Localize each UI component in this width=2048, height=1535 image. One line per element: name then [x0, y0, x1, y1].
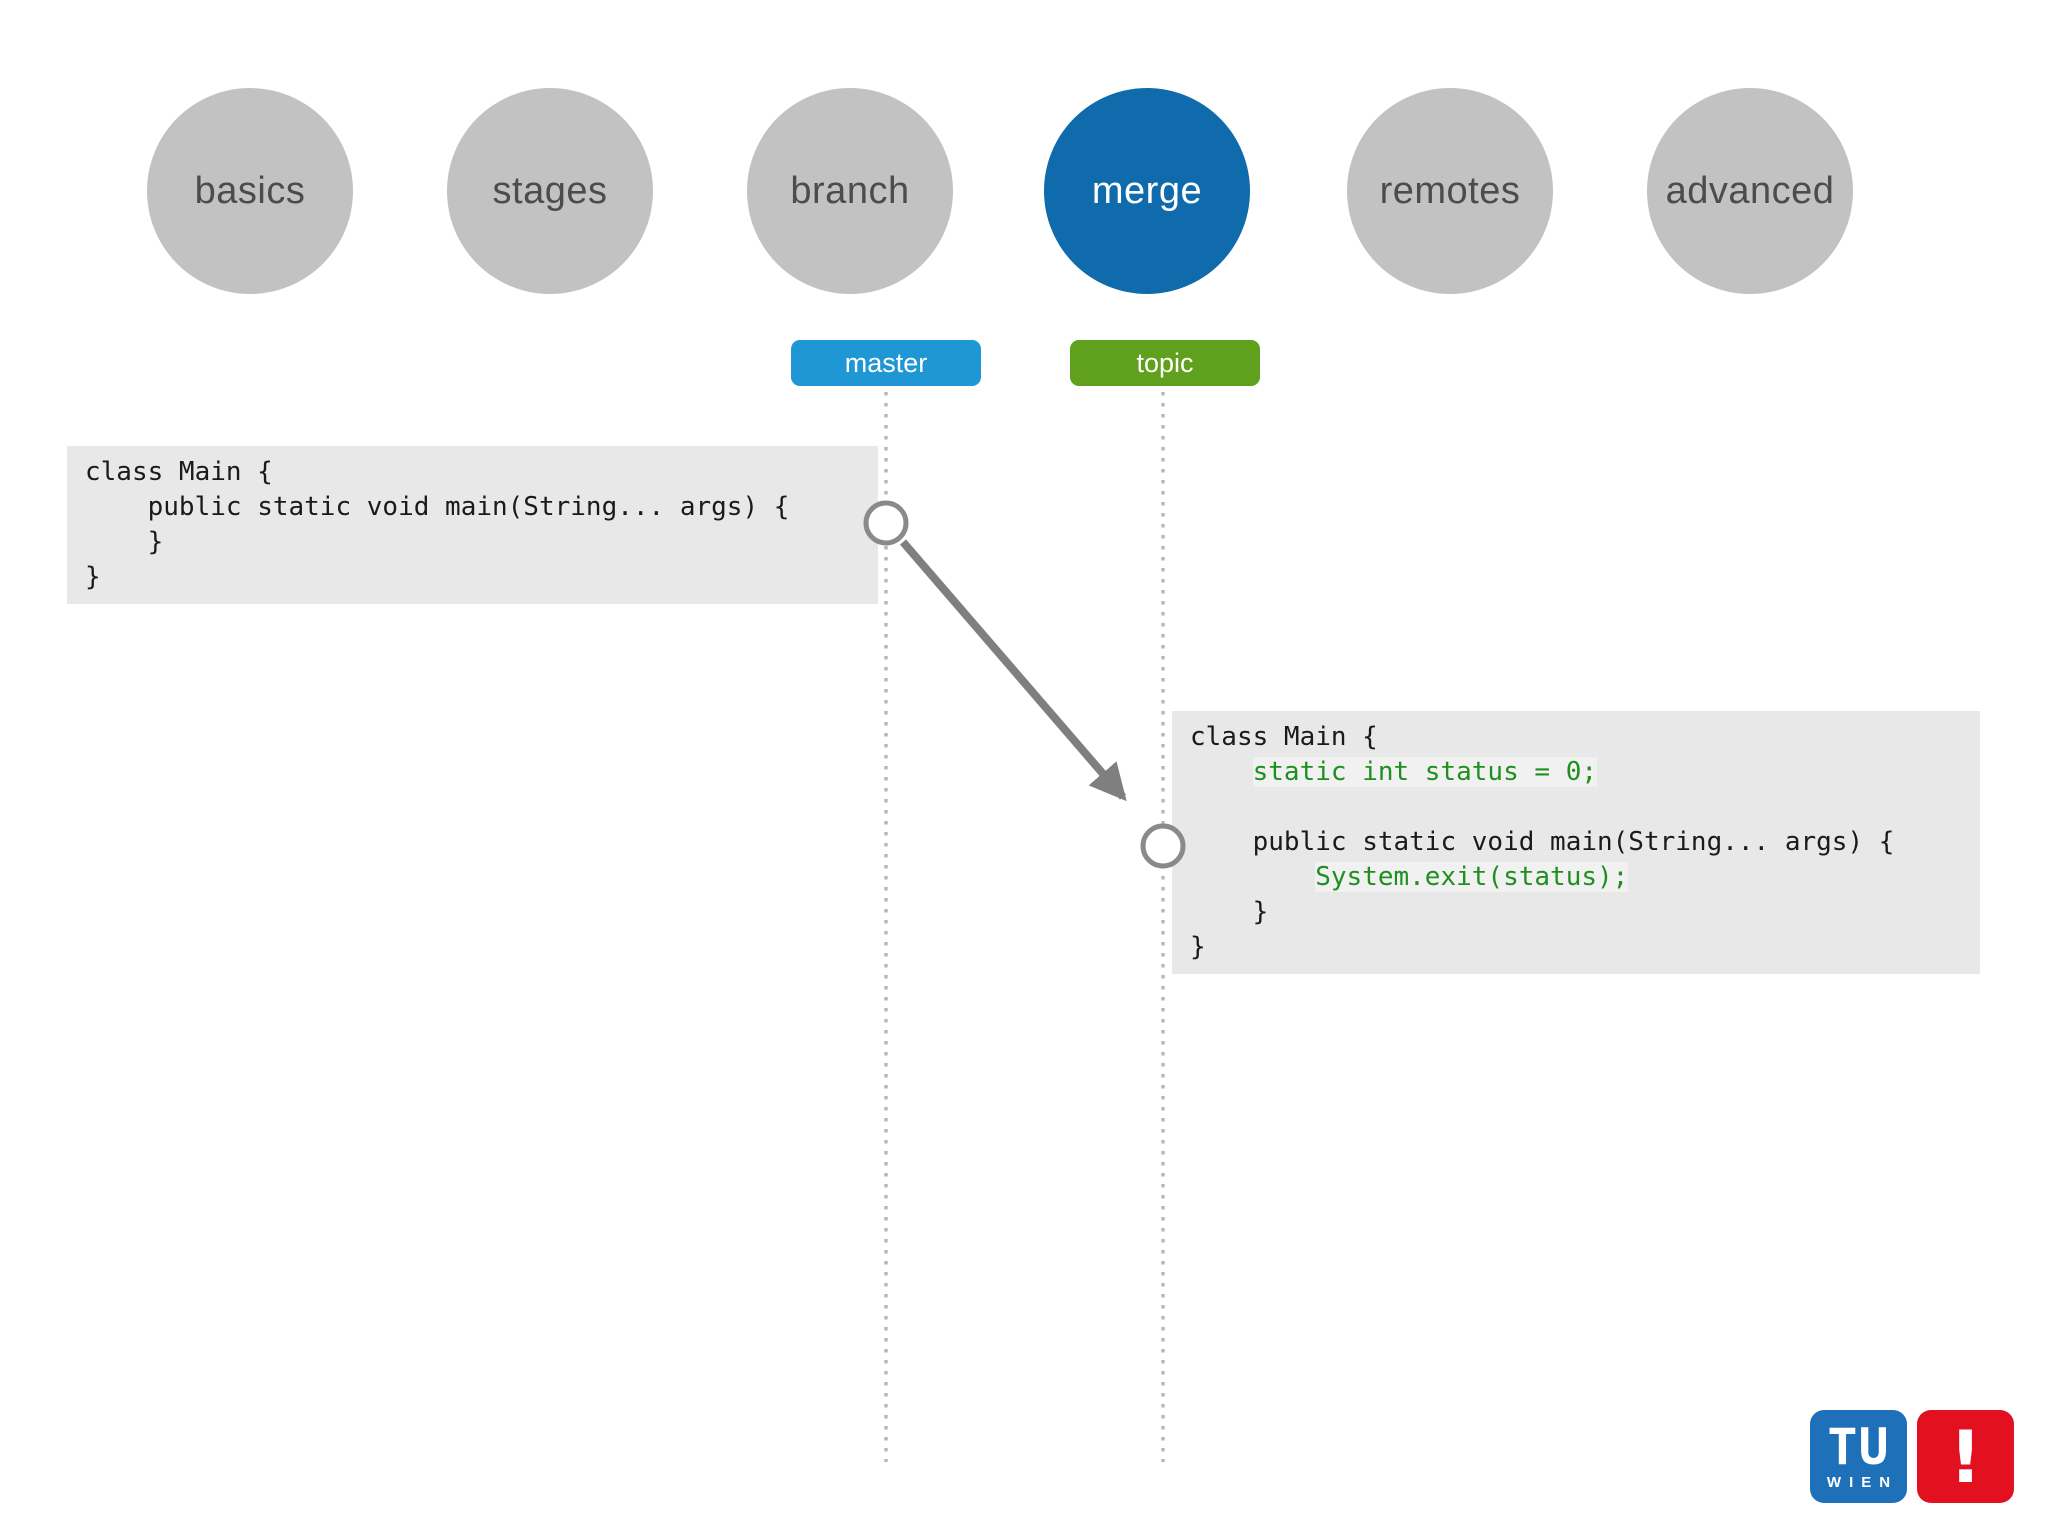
code-line-added: static int status = 0;	[1252, 757, 1597, 787]
code-line: public static void main(String... args) …	[1252, 827, 1895, 857]
code-line: }	[1190, 932, 1206, 962]
exclamation-mark: !	[1949, 1414, 1982, 1499]
branch-badge-label: topic	[1136, 347, 1194, 378]
code-block-topic: class Main { static int status = 0; publ…	[1172, 711, 1980, 974]
nav-circle-label: advanced	[1665, 169, 1835, 212]
tu-wien-logo: TU WIEN !	[1810, 1410, 2014, 1503]
nav-circle-label: stages	[492, 169, 608, 212]
code-line: class Main {	[85, 457, 273, 487]
code-line: }	[1252, 897, 1269, 927]
nav-circle-label: basics	[194, 169, 306, 212]
nav-circle-label: merge	[1091, 169, 1203, 212]
code-line: }	[85, 562, 101, 592]
nav-circle-basics[interactable]: basics	[147, 88, 353, 294]
tu-wien-logo-blue-tile: TU WIEN	[1810, 1410, 1907, 1503]
branch-badge-master: master	[791, 340, 981, 386]
tu-logo-text: TU	[1827, 1417, 1890, 1476]
wien-logo-text: WIEN	[1826, 1473, 1899, 1491]
branch-arrow	[899, 539, 1127, 802]
nav-circle-stages[interactable]: stages	[447, 88, 653, 294]
nav-circle-branch[interactable]: branch	[747, 88, 953, 294]
code-line	[1190, 790, 1980, 825]
nav-circle-advanced[interactable]: advanced	[1647, 88, 1853, 294]
code-line: }	[147, 527, 164, 557]
nav-circle-remotes[interactable]: remotes	[1347, 88, 1553, 294]
code-line-added: System.exit(status);	[1315, 862, 1629, 892]
tu-wien-logo-red-tile: !	[1917, 1410, 2014, 1503]
nav-circle-merge-active[interactable]: merge	[1044, 88, 1250, 294]
branch-badge-topic: topic	[1070, 340, 1260, 386]
code-line: public static void main(String... args) …	[147, 492, 790, 522]
nav-circle-label: remotes	[1379, 169, 1521, 212]
nav-circle-label: branch	[790, 169, 910, 212]
branch-badge-label: master	[844, 347, 928, 378]
code-block-master: class Main { public static void main(Str…	[67, 446, 878, 604]
code-line: class Main {	[1190, 722, 1378, 752]
